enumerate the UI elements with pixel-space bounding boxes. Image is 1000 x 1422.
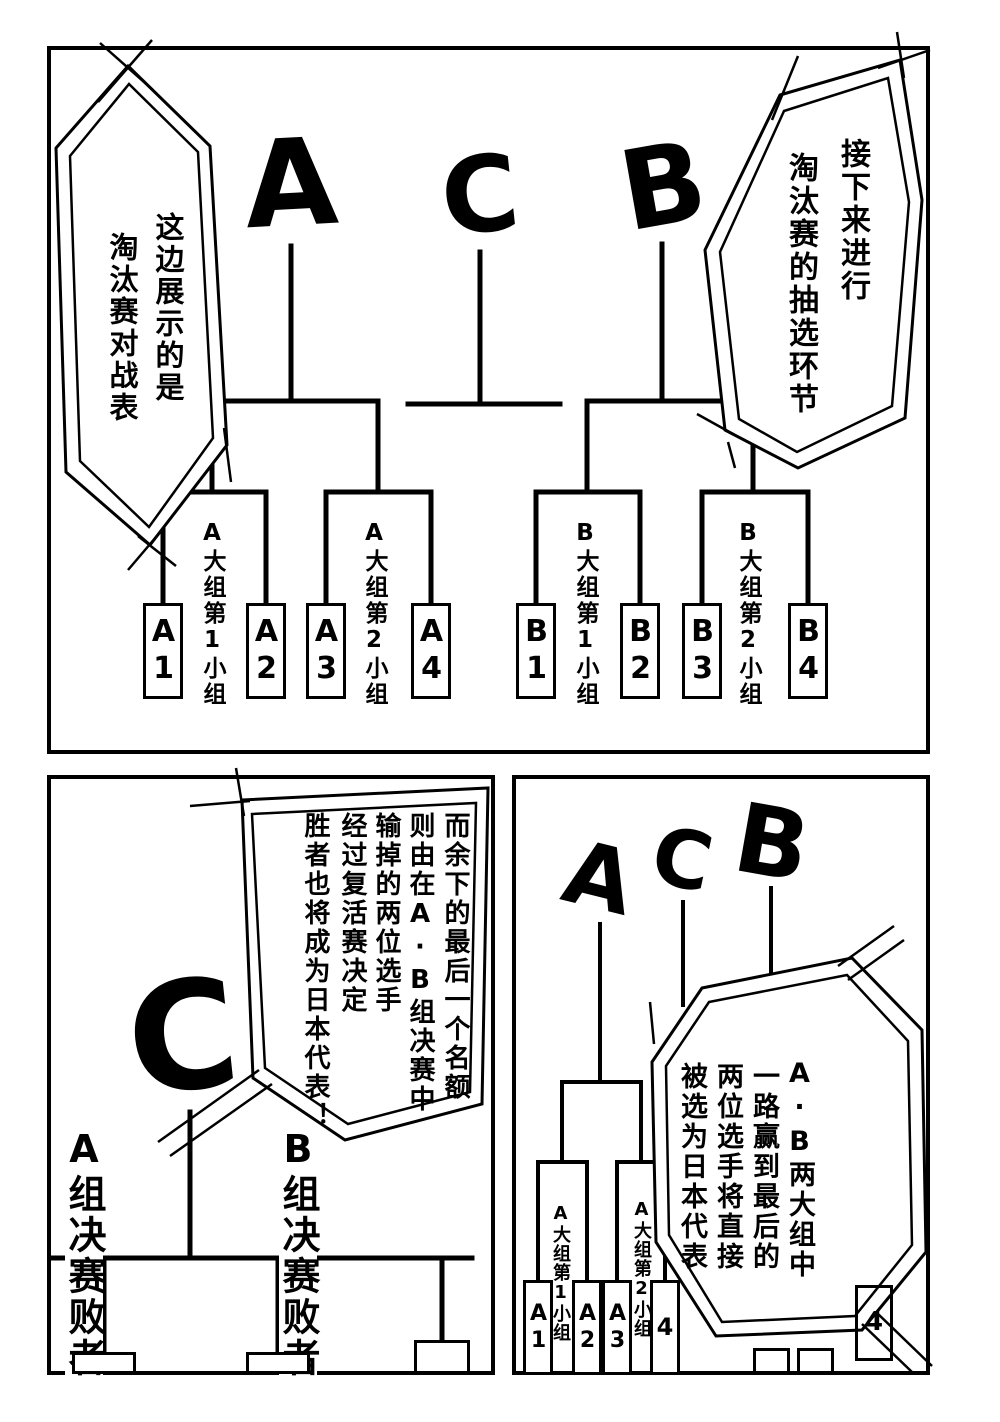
bracket-box-b2: B2 xyxy=(620,603,660,699)
p3-box-b4: 4 xyxy=(855,1285,893,1361)
p3-bubble-col4: 被选为日本代表 xyxy=(676,1062,707,1272)
big-letter-a-p1: A xyxy=(240,112,341,257)
bracket-box-b1-label: B1 xyxy=(519,614,554,688)
speech-left-col2: 淘汰赛对战表 xyxy=(105,232,139,424)
p2-bubble-col4: 经过复活赛决定 xyxy=(337,812,367,1015)
p3-box-a2: A2 xyxy=(572,1280,602,1375)
label-b-final-loser: B组决赛败者 xyxy=(276,1126,320,1380)
p3-box-a1-label: A1 xyxy=(526,1300,551,1355)
bracket-box-b4-label: B4 xyxy=(791,614,826,688)
bracket-box-a4: A4 xyxy=(411,603,451,699)
p2-bottom-box-1 xyxy=(72,1352,136,1374)
panel-1-frame xyxy=(47,46,930,754)
panel1-right-bubble xyxy=(696,31,931,470)
group-label-b1: B大组第1小组 xyxy=(572,520,598,708)
bracket-box-b3-label: B3 xyxy=(685,614,720,688)
p3-box-a4-label: 4 xyxy=(651,1312,679,1343)
p3-group-label-a2: A大组第2小组 xyxy=(631,1198,652,1339)
p3-box-b4-label: 4 xyxy=(859,1307,889,1339)
bracket-box-a3: A3 xyxy=(306,603,346,699)
p3-bubble-col1: A·B两大组中 xyxy=(784,1058,815,1280)
p3-box-a2-label: A2 xyxy=(575,1300,600,1355)
speech-right-col1: 接下来进行 xyxy=(835,138,870,303)
panel-3-frame xyxy=(512,775,930,1375)
panel2-bubble xyxy=(157,767,490,1158)
p3-group-label-a1: A大组第1小组 xyxy=(550,1202,571,1343)
big-letter-c-p1: C xyxy=(435,130,525,261)
group-label-a1: A大组第1小组 xyxy=(199,520,225,708)
speech-right-col2: 淘汰赛的抽选环节 xyxy=(783,152,818,416)
label-a-final-loser: A组决赛败者 xyxy=(62,1126,106,1380)
bracket-box-b3: B3 xyxy=(682,603,722,699)
p2-bottom-box-2 xyxy=(246,1352,310,1374)
big-letter-c-p2: C xyxy=(119,945,247,1131)
bracket-box-a2: A2 xyxy=(246,603,286,699)
p3-peek-box-2 xyxy=(797,1348,834,1374)
bracket-box-a3-label: A3 xyxy=(309,614,344,688)
p3-box-a4: 4 xyxy=(650,1280,680,1375)
bracket-box-b2-label: B2 xyxy=(623,614,658,688)
p3-peek-box-1 xyxy=(753,1348,790,1374)
bracket-box-a1: A1 xyxy=(143,603,183,699)
p3-box-a1: A1 xyxy=(523,1280,553,1375)
p2-bubble-col3: 输掉的两位选手 xyxy=(371,812,401,1015)
p2-bottom-box-3 xyxy=(414,1340,470,1374)
p3-bubble-col2: 一路赢到最后的 xyxy=(748,1062,779,1272)
p3-box-a3: A3 xyxy=(602,1280,632,1375)
bracket-box-a2-label: A2 xyxy=(249,614,284,688)
bracket-box-b4: B4 xyxy=(788,603,828,699)
p3-box-a3-label: A3 xyxy=(605,1300,630,1355)
p3-bubble-col3: 两位选手将直接 xyxy=(712,1062,743,1272)
p2-bubble-col5: 胜者也将成为日本代表！ xyxy=(300,812,330,1131)
bracket-box-a4-label: A4 xyxy=(414,614,449,688)
p2-bubble-col2: 则由在A·B组决赛中 xyxy=(405,812,435,1114)
bracket-box-b1: B1 xyxy=(516,603,556,699)
group-label-b2: B大组第2小组 xyxy=(735,520,761,708)
p2-bubble-col1: 而余下的最后一个名额 xyxy=(440,812,470,1102)
group-label-a2: A大组第2小组 xyxy=(361,520,387,708)
panel2-bracket xyxy=(48,1109,475,1355)
panel3-bracket xyxy=(536,886,773,1282)
speech-left-col1: 这边展示的是 xyxy=(151,212,185,404)
bracket-box-a1-label: A1 xyxy=(146,614,181,688)
panel1-left-bubble xyxy=(54,39,233,571)
